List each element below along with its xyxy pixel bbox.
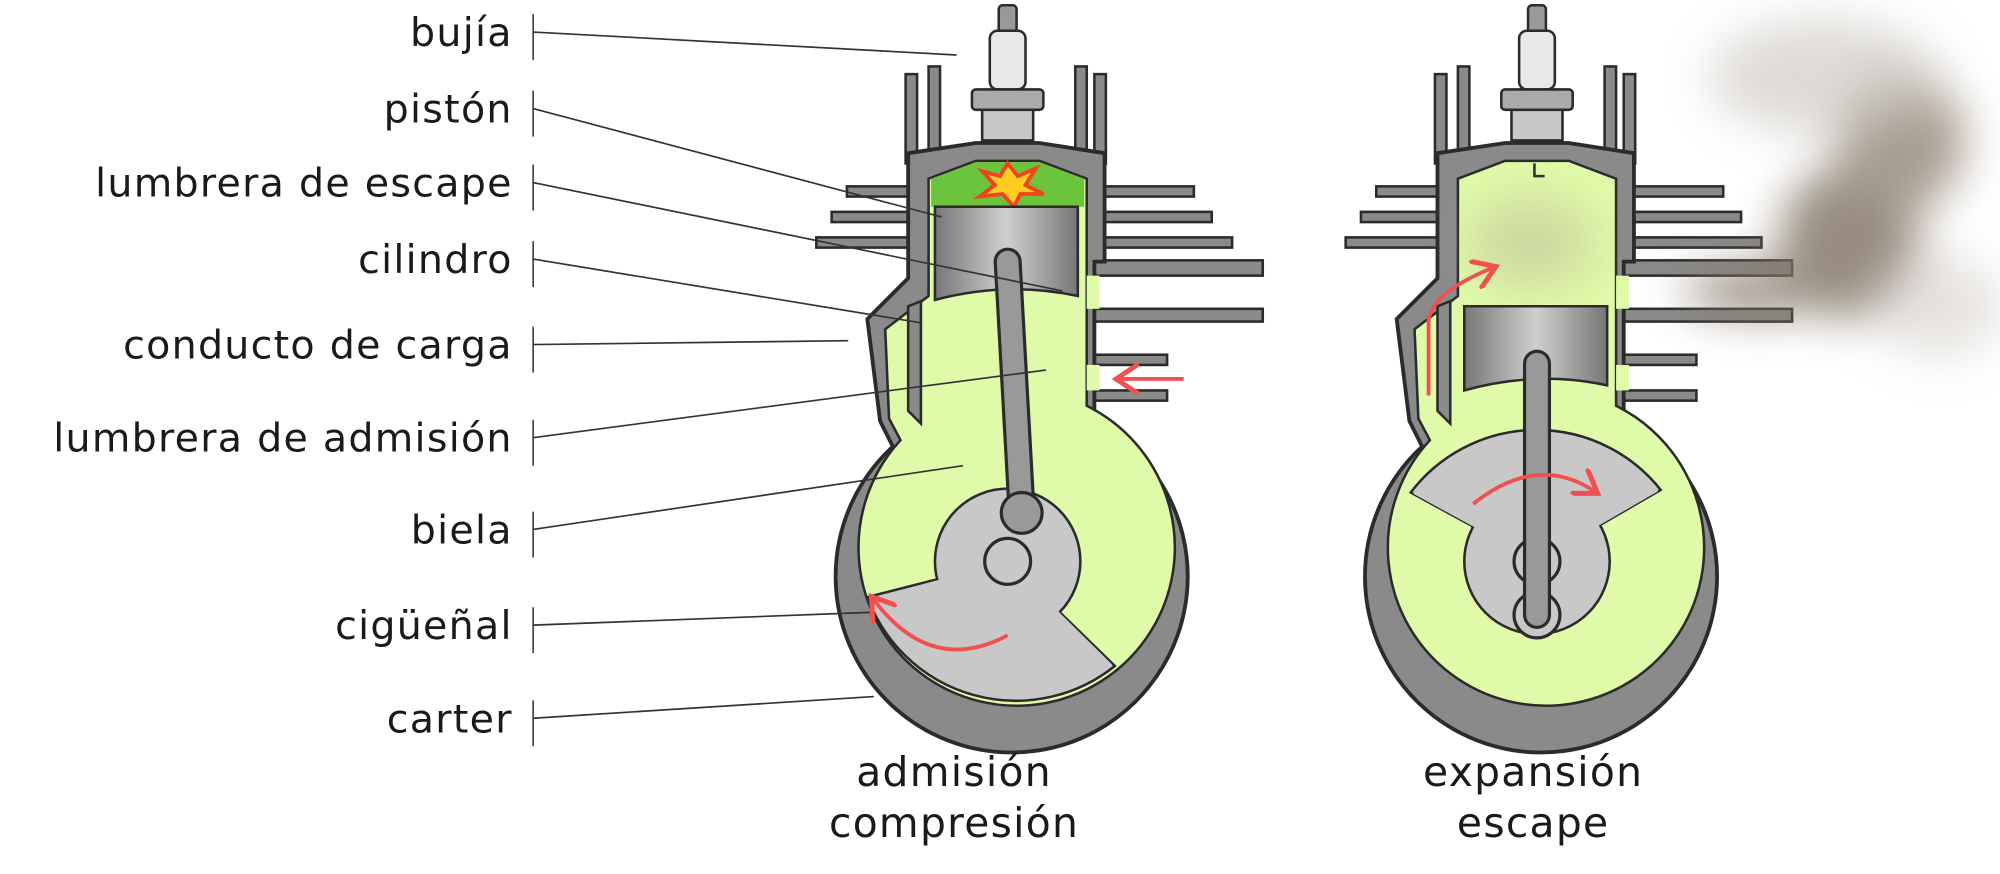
connecting-rod (996, 250, 1033, 524)
label-crankshaft: cigüeñal (335, 603, 513, 649)
label-connecting-rod: biela (411, 508, 513, 554)
leader-line-intake-port (533, 369, 1047, 439)
leader-line-piston (532, 107, 942, 218)
label-piston: pistón (384, 87, 513, 133)
engine-expansion-exhaust (1343, 3, 2000, 755)
label-spark-plug: bujía (410, 10, 513, 56)
label-exhaust-port: lumbrera de escape (95, 161, 513, 207)
leader-line-crankshaft (533, 611, 870, 626)
caption-stroke-1-line1: admisión (856, 748, 1052, 796)
transfer-arrow (1426, 268, 1493, 396)
label-transfer-duct: conducto de carga (123, 323, 513, 369)
leader-line-exhaust-port (532, 181, 1063, 292)
caption-stroke-1-line2: compresión (829, 799, 1079, 847)
label-cylinder: cilindro (358, 237, 513, 283)
leader-line-crankcase (533, 695, 874, 720)
leader-line-cylinder (533, 258, 922, 324)
leader-line-spark-plug (533, 31, 957, 56)
caption-stroke-2-line2: escape (1457, 799, 1609, 847)
rotation-arrow (1472, 475, 1594, 506)
leader-line-connecting-rod (533, 464, 964, 531)
label-intake-port: lumbrera de admisión (53, 416, 513, 462)
rotation-arrow (874, 600, 1009, 652)
part-labels: bujía pistón lumbrera de escape cilindro con… (53, 10, 1063, 747)
caption-stroke-2-line1: expansión (1423, 748, 1643, 796)
engine-intake-compression (814, 3, 1265, 755)
leader-line-transfer-duct (533, 339, 849, 346)
label-crankcase: carter (387, 696, 513, 742)
